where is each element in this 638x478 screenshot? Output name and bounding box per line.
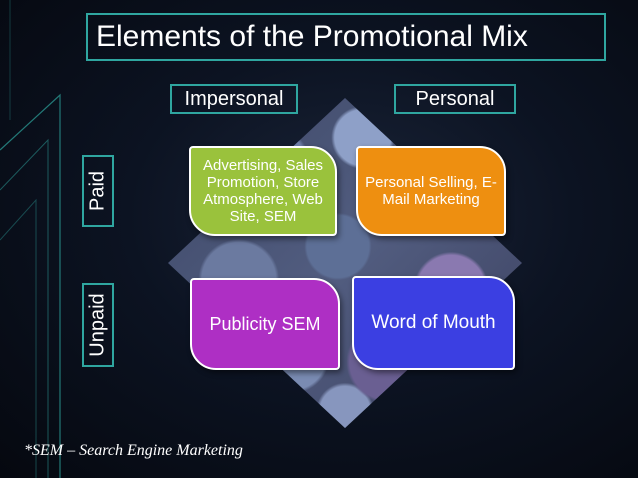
cell-unpaid-impersonal: Publicity SEM [190, 278, 340, 370]
row-header-unpaid: Unpaid [82, 283, 114, 367]
cell-unpaid-personal-text: Word of Mouth [371, 312, 496, 333]
cell-unpaid-personal: Word of Mouth [352, 276, 515, 370]
column-header-personal-text: Personal [415, 88, 495, 110]
row-header-unpaid-text: Unpaid [86, 293, 109, 357]
slide-title: Elements of the Promotional Mix [86, 13, 606, 61]
footnote: *SEM – Search Engine Marketing [24, 442, 243, 460]
row-header-paid: Paid [82, 155, 114, 227]
slide-title-text: Elements of the Promotional Mix [96, 20, 528, 53]
cell-paid-personal-text: Personal Selling, E-Mail Marketing [365, 174, 497, 208]
cell-paid-impersonal: Advertising, Sales Promotion, Store Atmo… [189, 146, 337, 236]
column-header-impersonal: Impersonal [170, 84, 298, 114]
cell-paid-personal: Personal Selling, E-Mail Marketing [356, 146, 506, 236]
footnote-text: *SEM – Search Engine Marketing [24, 442, 243, 459]
column-header-impersonal-text: Impersonal [184, 88, 284, 110]
cell-unpaid-impersonal-text: Publicity SEM [209, 314, 321, 334]
row-header-paid-text: Paid [86, 170, 109, 212]
column-header-personal: Personal [394, 84, 516, 114]
cell-paid-impersonal-text: Advertising, Sales Promotion, Store Atmo… [202, 157, 324, 225]
